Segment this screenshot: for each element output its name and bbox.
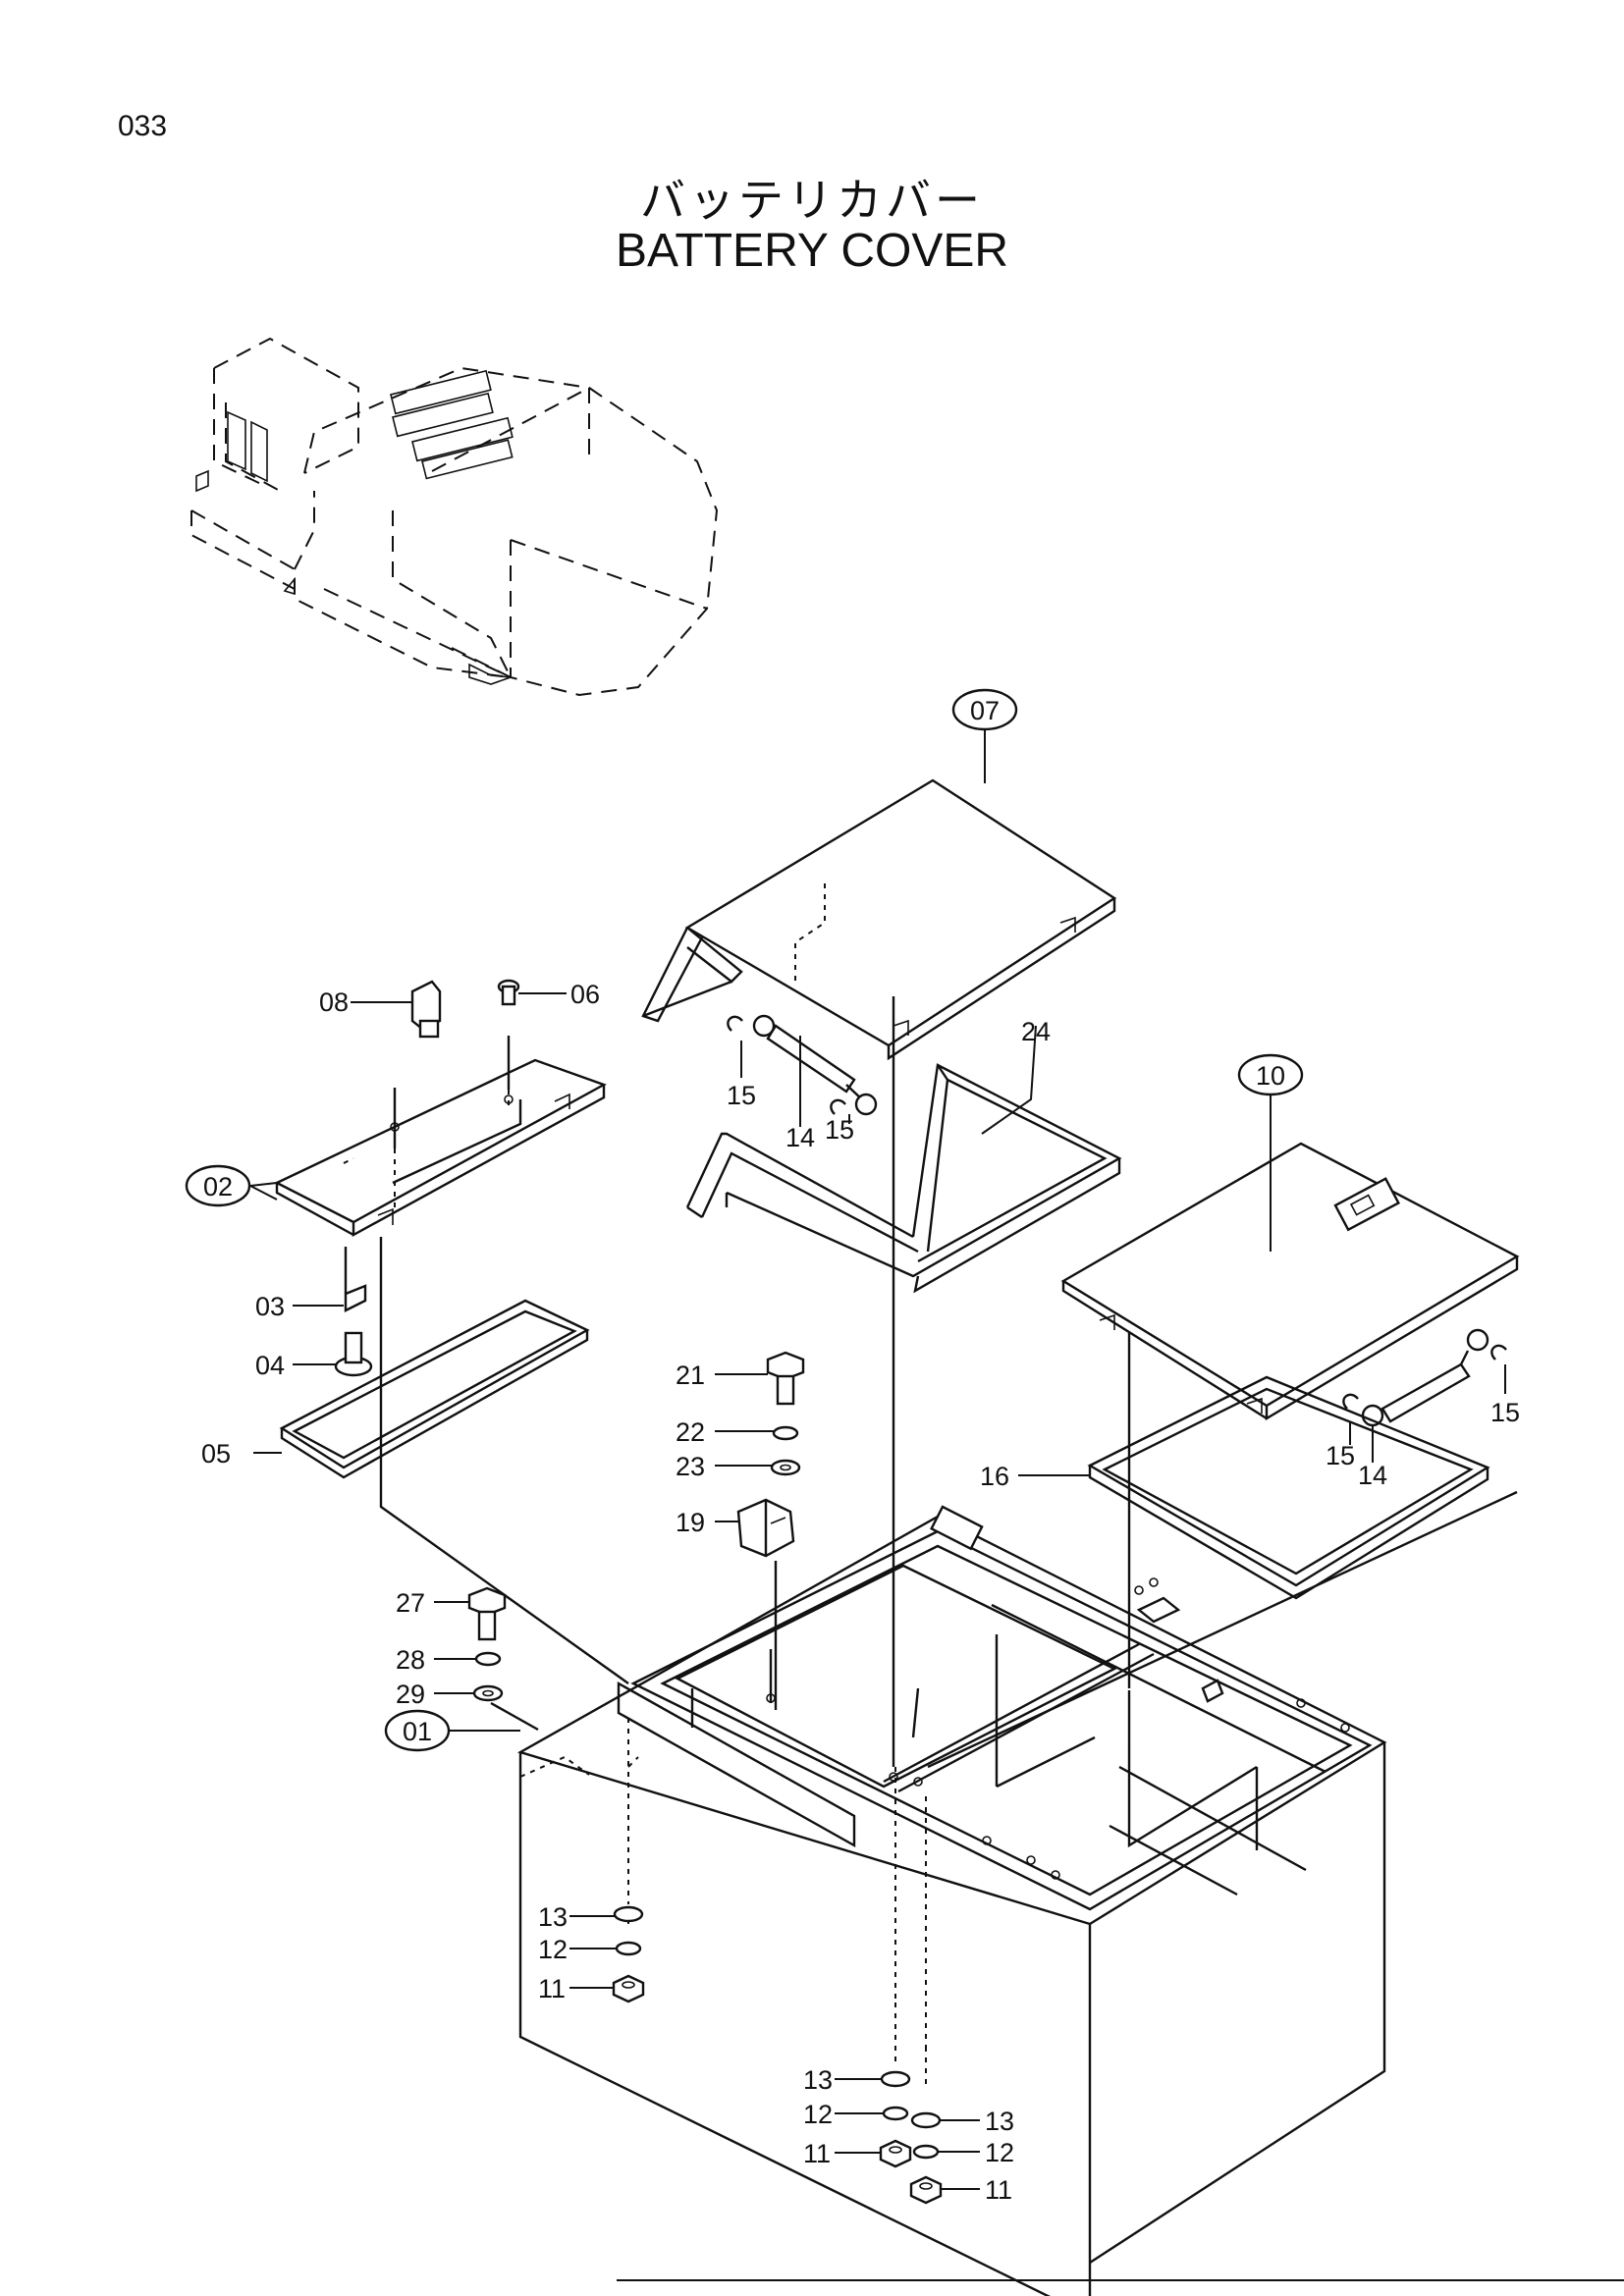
- callout-01: 01: [384, 1709, 451, 1752]
- label-12-center: 12: [803, 2100, 833, 2129]
- label-12-right: 12: [985, 2138, 1014, 2167]
- label-12-left: 12: [538, 1935, 568, 1964]
- part-21-bolt: [766, 1351, 805, 1406]
- part-labels: 08 06 15 14 15 24 03 04 05 21 22 23 19 1…: [201, 980, 1520, 2205]
- label-11-center: 11: [803, 2139, 831, 2168]
- label-24: 24: [1021, 1017, 1051, 1046]
- part-04-bumper: [334, 1331, 373, 1377]
- label-14-upper: 14: [785, 1123, 815, 1152]
- machine-locator-sketch: [190, 337, 719, 697]
- footer-rule: [617, 2279, 1624, 2281]
- part-08-lock: [410, 980, 442, 1039]
- gas-spring-upper: [727, 1014, 878, 1116]
- label-22: 22: [676, 1417, 705, 1447]
- label-15-lower-left: 15: [1326, 1441, 1355, 1470]
- leader-lines: [249, 729, 1506, 2190]
- part-29-washer: [472, 1684, 504, 1702]
- callout-07: 07: [951, 688, 1018, 731]
- engine-cover-badges: [390, 369, 514, 480]
- label-16: 16: [980, 1462, 1009, 1491]
- page-number: 033: [118, 110, 168, 142]
- label-04: 04: [255, 1351, 285, 1380]
- label-03: 03: [255, 1292, 285, 1321]
- callout-02-label: 02: [203, 1172, 233, 1201]
- label-13-right: 13: [985, 2107, 1014, 2136]
- label-19: 19: [676, 1508, 705, 1537]
- callout-07-label: 07: [970, 696, 1000, 725]
- title-english: BATTERY COVER: [615, 225, 1009, 277]
- gas-spring-lower: [1342, 1328, 1507, 1427]
- hardware-stack-center: [879, 2070, 912, 2168]
- label-08: 08: [319, 988, 349, 1017]
- callout-02: 02: [185, 1164, 251, 1207]
- callout-01-label: 01: [403, 1717, 432, 1746]
- label-15-upper-right: 15: [825, 1115, 854, 1145]
- label-11-left: 11: [538, 1974, 566, 2003]
- label-21: 21: [676, 1361, 705, 1390]
- title-japanese: バッテリカバー: [640, 174, 984, 227]
- part-27-bolt: [467, 1586, 507, 1641]
- part-19-latch: [736, 1498, 795, 1688]
- label-15-lower-right: 15: [1490, 1398, 1520, 1427]
- label-05: 05: [201, 1439, 231, 1468]
- label-13-center: 13: [803, 2065, 833, 2095]
- part-02-side-lid: [274, 1036, 607, 1238]
- label-27: 27: [396, 1588, 425, 1618]
- callout-10: 10: [1237, 1053, 1304, 1096]
- label-29: 29: [396, 1680, 425, 1709]
- label-13-left: 13: [538, 1902, 568, 1932]
- callout-10-label: 10: [1256, 1061, 1285, 1091]
- part-01-battery-box: [516, 1505, 1387, 2296]
- part-10-right-lid: [1060, 1142, 1520, 1688]
- hardware-stack-right: [909, 2111, 943, 2205]
- label-28: 28: [396, 1645, 425, 1675]
- label-14-lower: 14: [1358, 1461, 1387, 1490]
- part-16-seal: [1087, 1375, 1490, 1600]
- label-11-right: 11: [985, 2175, 1012, 2205]
- part-03-bracket: [344, 1247, 367, 1312]
- part-22-washer: [772, 1425, 799, 1441]
- part-23-washer: [770, 1459, 801, 1476]
- part-05-seal: [279, 1299, 590, 1479]
- part-24-frame: [685, 1063, 1122, 1294]
- part-07-top-cover: [641, 778, 1117, 1061]
- label-06: 06: [570, 980, 600, 1009]
- hardware-stack-left: [612, 1905, 645, 2003]
- label-15-upper-left: 15: [727, 1081, 756, 1110]
- part-06-plug: [497, 979, 520, 1006]
- label-23: 23: [676, 1452, 705, 1481]
- part-28-washer: [474, 1651, 502, 1667]
- assembly-lines: [379, 996, 1518, 2086]
